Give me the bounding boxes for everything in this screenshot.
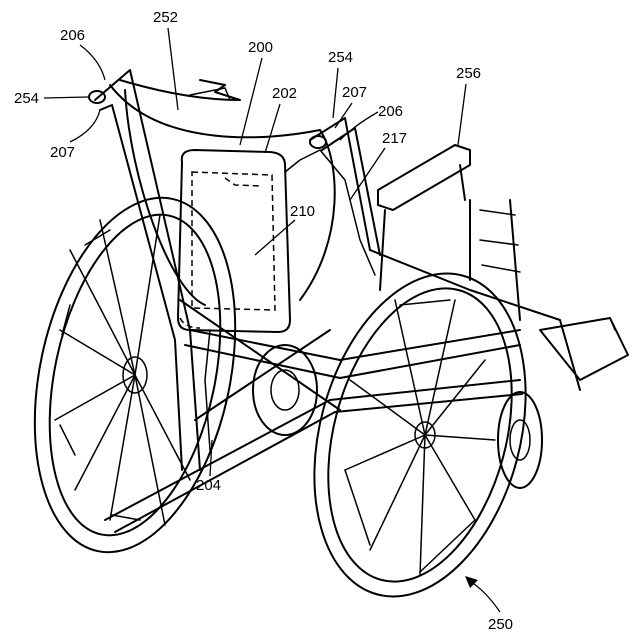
bag-strap-204 [205, 330, 210, 450]
label-217: 217 [382, 130, 407, 147]
label-210: 210 [290, 203, 315, 220]
label-254-right: 254 [328, 49, 353, 66]
backrest-252 [110, 80, 335, 305]
label-202: 202 [272, 85, 297, 102]
label-206-left: 206 [60, 27, 85, 44]
label-204: 204 [196, 477, 221, 494]
label-256: 256 [456, 65, 481, 82]
reference-labels: 206 252 200 202 254 207 206 256 254 207 … [14, 9, 513, 633]
armrest [378, 145, 470, 290]
right-knob-254 [310, 136, 326, 148]
label-207-left: 207 [50, 144, 75, 161]
label-200: 200 [248, 39, 273, 56]
label-250: 250 [488, 616, 513, 633]
label-254-left: 254 [14, 90, 39, 107]
label-206-right: 206 [378, 103, 403, 120]
left-rear-wheel [5, 179, 266, 571]
label-252: 252 [153, 9, 178, 26]
label-207-right: 207 [342, 84, 367, 101]
